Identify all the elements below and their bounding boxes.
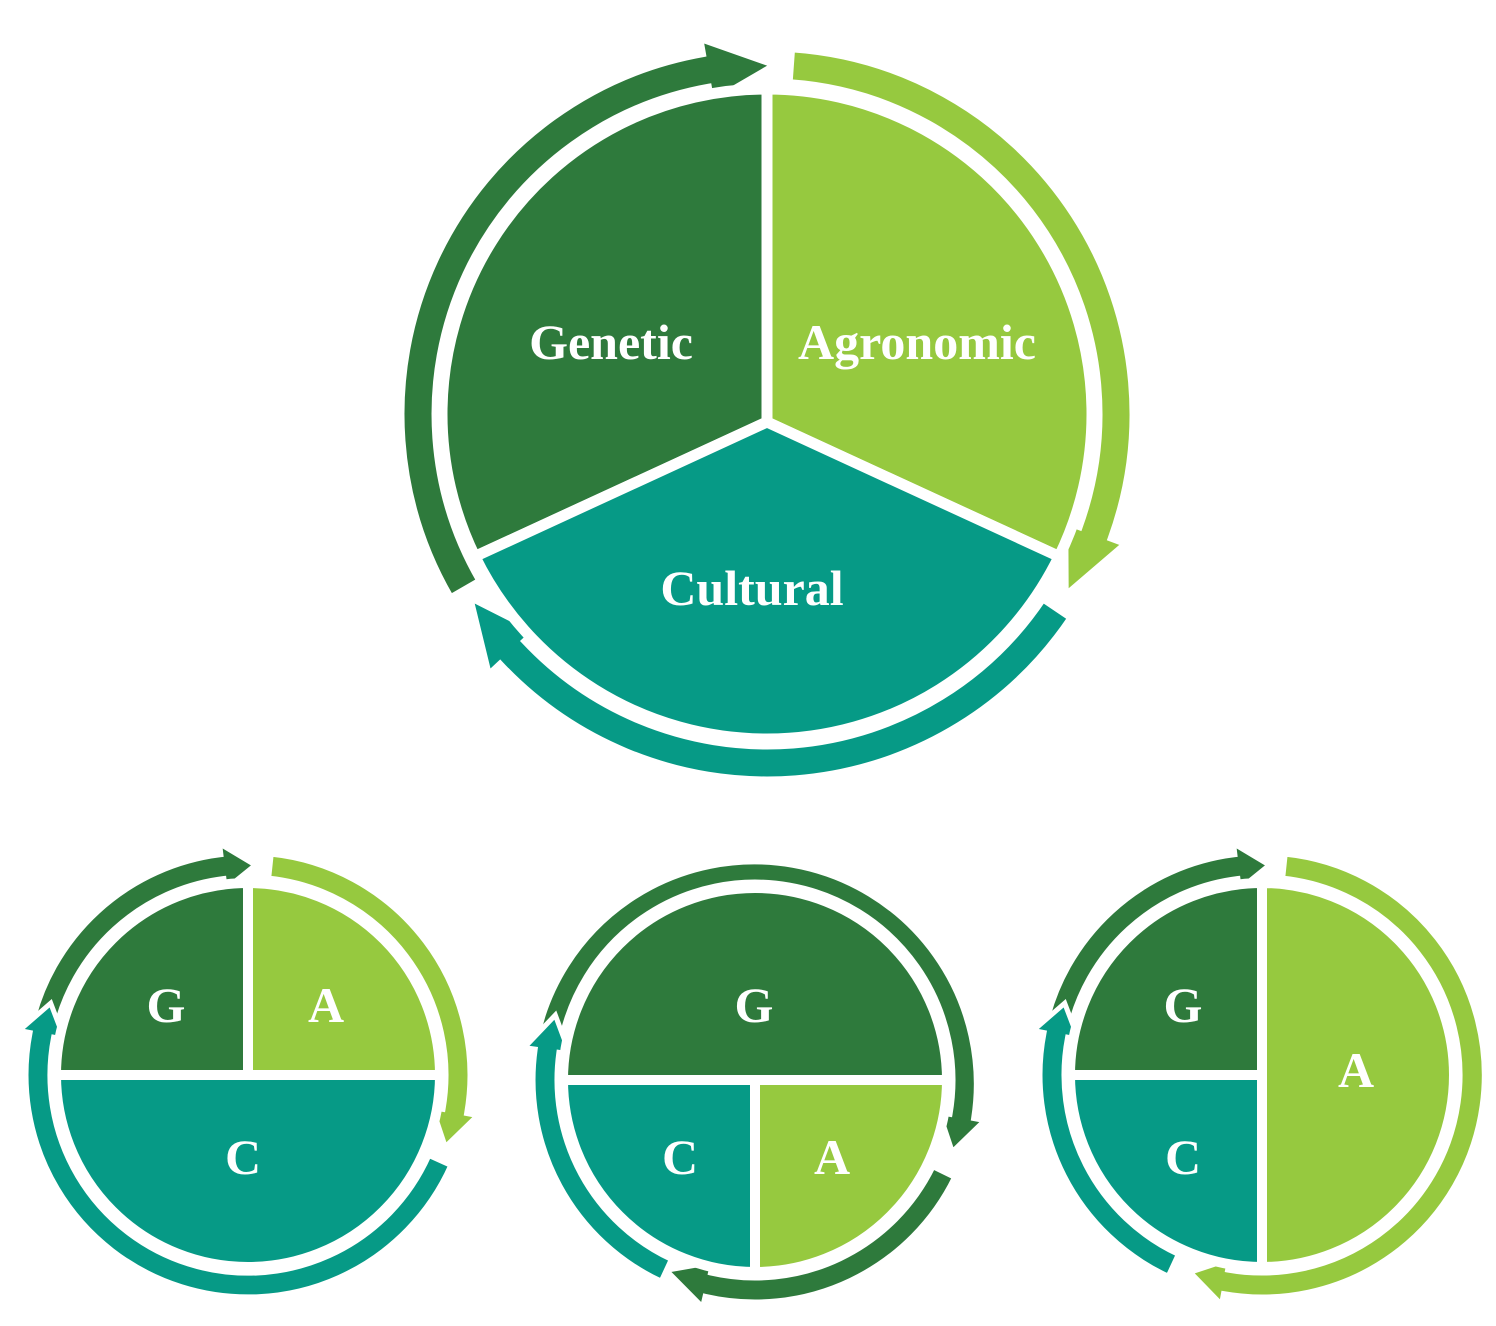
genetic-arrow <box>533 859 990 1157</box>
cycle-arrows <box>13 838 483 1300</box>
c-label: C <box>662 1129 698 1185</box>
agronomic-arrow <box>265 851 483 1152</box>
genetic-quadrant <box>1064 877 1267 1080</box>
a-label: A <box>308 977 344 1033</box>
cycle-arrows <box>1027 838 1487 1310</box>
small-diagram-1: G A C <box>13 838 483 1300</box>
cultural-arrow <box>13 998 455 1300</box>
cultural-arrow <box>1027 998 1182 1280</box>
cycle-arrows <box>519 859 990 1312</box>
agronomic-quadrant <box>243 877 446 1080</box>
genetic-quadrant <box>50 877 253 1080</box>
genetic-sector <box>436 83 773 564</box>
cultural-quadrant <box>1064 1070 1267 1273</box>
g-label: G <box>1164 977 1203 1033</box>
cultural-sector <box>467 415 1067 745</box>
main-cycle-diagram: Genetic Agronomic Cultural <box>399 36 1135 782</box>
a-label: A <box>814 1129 850 1185</box>
agronomic-arrow <box>787 47 1135 600</box>
cycle-arrows <box>399 36 1135 782</box>
genetic-label: Genetic <box>529 314 693 370</box>
agronomic-arrow <box>1185 851 1487 1310</box>
agronomic-quadrant <box>750 1075 953 1278</box>
cultural-label: Cultural <box>660 560 843 616</box>
agronomic-sector <box>761 83 1098 564</box>
a-label: A <box>1338 1042 1374 1098</box>
cultural-arrow <box>519 1010 675 1285</box>
cultural-quadrant <box>557 1075 760 1278</box>
small-diagram-2: G C A <box>519 859 990 1312</box>
small-diagram-3: G A C <box>1027 838 1487 1310</box>
cultural-half <box>50 1070 446 1272</box>
genetic-half <box>557 883 953 1085</box>
genetic-arrow-lower <box>661 1163 958 1312</box>
g-label: G <box>147 977 186 1033</box>
cultural-arrow <box>467 594 1074 782</box>
c-label: C <box>225 1129 261 1185</box>
c-label: C <box>1165 1129 1201 1185</box>
agronomic-half <box>1257 877 1459 1273</box>
genetic-arrow <box>399 36 780 600</box>
agronomic-label: Agronomic <box>798 314 1036 370</box>
g-label: G <box>735 977 774 1033</box>
